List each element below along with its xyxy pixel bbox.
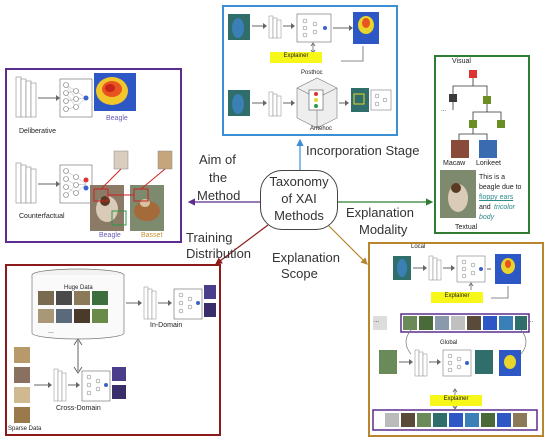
aim-counterfactual-label: Counterfactual [19,213,65,220]
branch-label-incorporation: Incorporation Stage [306,143,420,158]
aim-beagle-bottom-label: Beagle [99,232,121,239]
scope-explainer-top-label: Explainer [444,293,470,299]
center-label-line3: Methods [274,208,324,223]
modality-text-highlight1: floppy ears [479,194,514,201]
branch-label-training-line1: Training [186,230,233,245]
training-huge-data-label: Huge Data [64,285,93,291]
branch-label-scope-line1: Explanation [272,250,340,265]
training-diagram: ... [14,268,216,423]
modality-text-line1: This is a [479,174,506,181]
aim-beagle-top-label: Beagle [106,115,128,122]
modality-lorikeet-label: Lorikeet [476,160,501,167]
arrow-scope [327,224,368,265]
modality-visual-label: Visual [452,58,471,65]
scope-diagram [372,254,538,431]
incorporation-explainer-box [270,52,322,63]
modality-macaw-label: Macaw [443,160,466,167]
svg-text:...: ... [441,107,446,113]
scope-dots-right: ... [528,318,534,324]
svg-text:...: ... [48,328,54,335]
scope-dots-left: ... [374,318,380,324]
aim-diagram [15,73,173,231]
modality-text-line2: beagle due to [479,184,522,191]
network-icon [15,76,37,118]
branch-label-modality-line1: Explanation [346,205,414,220]
branch-label-aim-line3: Method [197,188,241,203]
branch-label-aim-line1: Aim of [199,152,236,167]
modality-text-highlight2: tricolor [494,204,516,211]
incorporation-diagram [228,12,392,129]
modality-textual-label: Textual [455,224,478,231]
scope-local-label: Local [411,244,426,250]
aim-deliberative-label: Deliberative [19,128,56,135]
scope-explainer-top-box [431,292,483,303]
training-in-domain-label: In-Domain [150,322,183,329]
training-sparse-data-label: Sparse Data [8,426,42,432]
incorporation-antehoc-label: Antehoc [310,126,333,132]
branch-label-training-line2: Distribution [186,246,252,261]
training-cross-domain-label: Cross-Domain [56,405,101,412]
incorporation-explainer-label: Explainer [283,53,309,59]
modality-dog-image [440,170,476,218]
modality-text-and: and [479,204,491,211]
aim-basset-label: Basset [141,232,163,239]
arrow-training [215,224,269,265]
center-node [260,170,338,230]
scope-global-label: Global [440,340,458,346]
incorporation-posthoc-label: Posthoc [301,70,323,76]
center-label-line1: Taxonomy [269,174,329,189]
scope-explainer-bottom-box [430,395,482,406]
branch-label-aim-line2: the [209,170,228,185]
modality-tree: ... [441,70,505,158]
branch-label-modality-line2: Modality [359,222,408,237]
center-label-line2: of XAI [281,191,317,206]
scope-explainer-bottom-label: Explainer [443,396,469,402]
branch-label-scope-line2: Scope [281,266,318,281]
modality-text-highlight3: body [479,214,495,221]
